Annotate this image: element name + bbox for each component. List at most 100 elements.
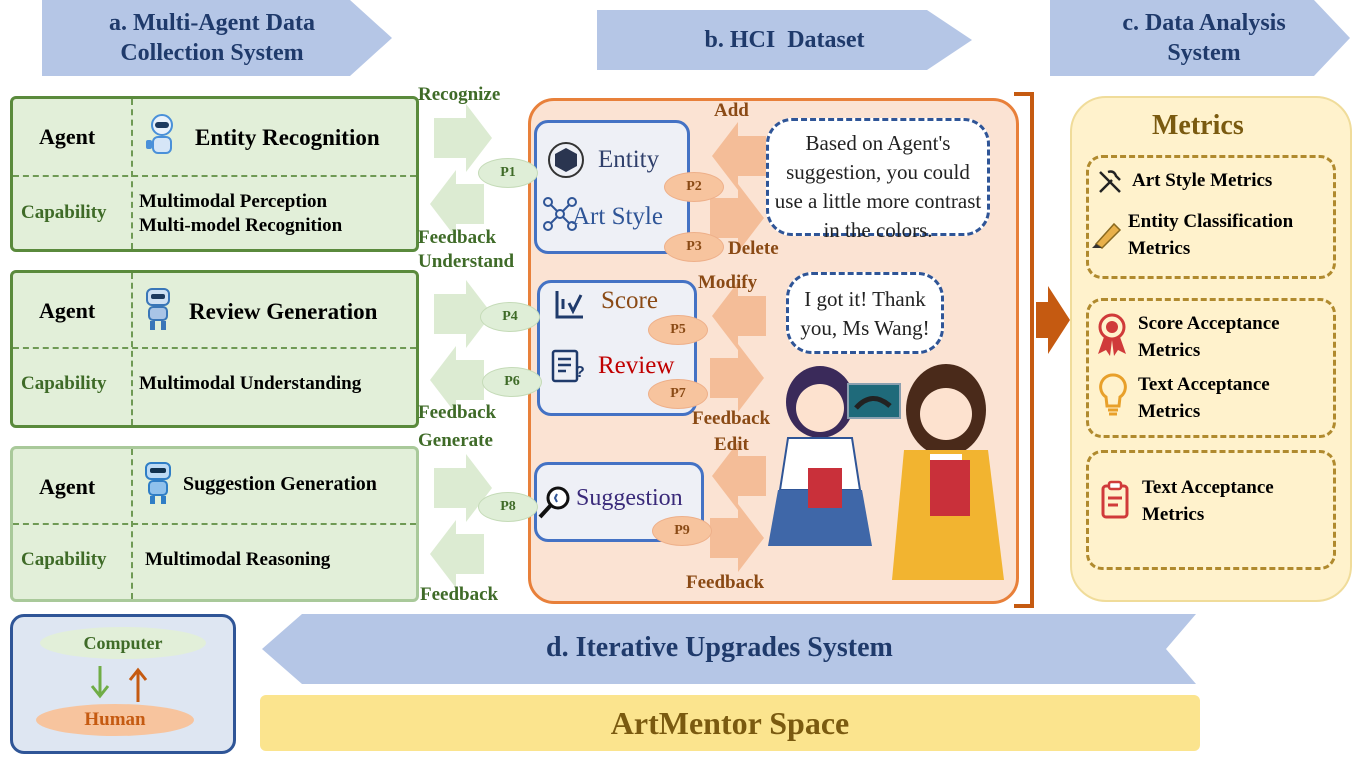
label-modify: Modify [698, 272, 758, 293]
metric-art-style: Art Style Metrics [1132, 170, 1273, 191]
agent-box-review-generation: Agent Review Generation Capability Multi… [10, 270, 419, 428]
legend-human: Human [36, 704, 194, 736]
pencil-icon [1092, 222, 1122, 249]
agent-title: Suggestion Generation [183, 473, 377, 495]
robot-icon [146, 288, 170, 330]
metrics-title: Metrics [1152, 110, 1244, 141]
capability-item: Multimodal Reasoning [145, 549, 331, 570]
metrics-group-1 [1086, 155, 1336, 279]
capability-label: Capability [21, 549, 107, 570]
pill-p3: P3 [664, 232, 724, 262]
header-b-text: b. HCI Dataset [704, 27, 865, 53]
pill-p5: P5 [648, 315, 708, 345]
network-icon [543, 197, 577, 231]
entity-label: Entity [598, 146, 660, 173]
lightbulb-icon [1099, 373, 1127, 416]
agent-label: Agent [39, 474, 96, 499]
divider [13, 347, 416, 349]
metrics-group-3 [1086, 450, 1336, 570]
magnifier-icon [538, 486, 570, 519]
arrow-right [434, 104, 492, 172]
legend-human-label: Human [84, 709, 146, 730]
agent-title: Entity Recognition [195, 125, 380, 150]
label-feedback: Feedback [418, 402, 497, 423]
metric-entity-classification: Entity Classification Metrics [1128, 211, 1294, 259]
legend-computer-label: Computer [83, 632, 163, 653]
legend-arrows [90, 666, 148, 702]
clipboard-icon [1101, 480, 1129, 519]
pill-p1: P1 [478, 158, 538, 188]
capability-item: Multimodal Understanding [139, 373, 362, 394]
pill-p7: P7 [648, 379, 708, 409]
arrow-left [430, 520, 484, 588]
pill-p6: P6 [482, 367, 542, 397]
header-b: b. HCI Dataset [597, 10, 972, 70]
divider [13, 175, 416, 177]
arrow-right [710, 184, 764, 252]
agent-box-suggestion-generation: Agent Suggestion Generation Capability M… [10, 446, 419, 602]
score-icon [555, 291, 583, 319]
capability-label: Capability [21, 202, 107, 223]
capability-list: Multimodal Perception Multi-model Recogn… [139, 190, 342, 238]
teacher-student-illustration [768, 364, 1004, 580]
label-understand: Understand [418, 251, 515, 272]
capability-list: Multimodal Reasoning [145, 548, 330, 572]
agent-label: Agent [39, 124, 96, 149]
pill-p4: P4 [480, 302, 540, 332]
label-edit: Edit [714, 434, 749, 455]
legend-computer: Computer [40, 627, 206, 659]
metric-score-acceptance: Score Acceptance Metrics [1138, 313, 1280, 361]
label-add: Add [714, 100, 749, 121]
tools-icon [1099, 170, 1121, 193]
label-feedback: Feedback [420, 584, 499, 605]
pill-p8: P8 [478, 492, 538, 522]
divider [13, 523, 416, 525]
label-delete: Delete [728, 238, 779, 259]
divider [131, 99, 133, 249]
metric-text-acceptance-2: Text Acceptance Metrics [1142, 477, 1274, 525]
iterative-upgrades-title: d. Iterative Upgrades System [546, 632, 893, 663]
arrow-left [712, 122, 766, 190]
art-style-label: Art Style [572, 203, 663, 230]
artmentor-space-bar: ArtMentor Space [260, 695, 1200, 751]
flow-arrows-right [710, 122, 766, 572]
robot-icon [146, 114, 173, 154]
label-feedback: Feedback [418, 227, 497, 248]
pill-p9: P9 [652, 516, 712, 546]
arrow-left [430, 170, 484, 238]
cube-icon [548, 142, 584, 178]
flow-arrows-left [430, 104, 492, 588]
agent-label: Agent [39, 298, 96, 323]
arrow-right [434, 454, 492, 522]
header-a-text: a. Multi-Agent Data Collection System [109, 10, 315, 66]
agent-box-entity-recognition: Agent Entity Recognition Capability Mult… [10, 96, 419, 252]
capability-item: Multi-model Recognition [139, 215, 343, 236]
arrow-right [710, 344, 764, 412]
label-recognize: Recognize [418, 84, 501, 105]
bracket-arrow [1014, 92, 1070, 608]
artmentor-space-title: ArtMentor Space [610, 704, 850, 741]
score-label: Score [601, 287, 658, 314]
header-c-text: c. Data Analysis System [1122, 10, 1286, 66]
arrow-right [434, 280, 492, 348]
review-label: Review [598, 352, 675, 379]
capability-item: Multimodal Perception [139, 191, 328, 212]
header-c: c. Data Analysis System [1050, 0, 1350, 76]
arrow-left [430, 346, 484, 414]
award-icon [1098, 313, 1126, 356]
label-feedback: Feedback [686, 572, 765, 593]
divider [131, 273, 133, 425]
review-icon: ? [551, 349, 585, 383]
pill-p2: P2 [664, 172, 724, 202]
label-generate: Generate [418, 430, 493, 451]
label-feedback: Feedback [692, 408, 771, 429]
header-a: a. Multi-Agent Data Collection System [42, 0, 392, 76]
arrow-right [710, 504, 764, 572]
arrow-left [712, 282, 766, 350]
arrow-left [712, 442, 766, 510]
agent-title: Review Generation [189, 299, 378, 324]
svg-text:?: ? [575, 364, 585, 381]
metrics-group-2 [1086, 298, 1336, 438]
iterative-upgrades-arrow [262, 614, 1196, 684]
metric-text-acceptance: Text Acceptance Metrics [1138, 374, 1270, 422]
